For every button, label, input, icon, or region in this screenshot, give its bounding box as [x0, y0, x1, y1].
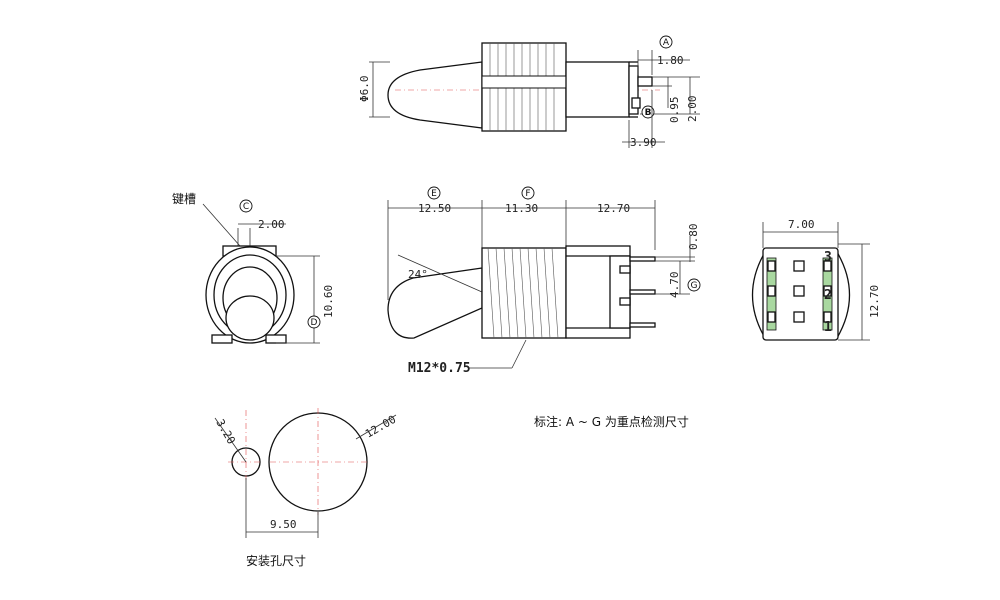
dim-end-12-70: 12.70: [868, 285, 881, 318]
top-lever: [387, 61, 483, 129]
pin-label-3: 3: [824, 250, 832, 265]
marker-e: [427, 186, 441, 200]
dim-diameter: Φ6.0: [358, 76, 371, 103]
side-pins: [619, 256, 656, 328]
dim-2-00: 2.00: [686, 96, 699, 123]
keyway-label: 键槽: [172, 192, 196, 206]
svg-text:G: G: [691, 281, 698, 291]
pin-label-1: 1: [824, 320, 832, 335]
marker-b: [641, 105, 655, 119]
top-body: [565, 61, 630, 118]
svg-text:A: A: [663, 38, 670, 48]
dim-keyway-2-00: 2.00: [258, 218, 285, 231]
marker-c: [239, 199, 253, 213]
svg-text:C: C: [243, 202, 249, 212]
dim-12-00: 12.00: [363, 413, 398, 441]
dim-0-95: 0.95: [668, 97, 681, 124]
side-view: 12.50 11.30 12.70 E F 24°: [387, 186, 701, 376]
side-bushing: [481, 247, 567, 339]
note-text: 标注: A ~ G 为重点检测尺寸: [534, 414, 689, 429]
dim-12-70: 12.70: [597, 202, 630, 215]
dim-3-20: 3.20: [213, 417, 238, 446]
dim-3-90: 3.90: [630, 136, 657, 149]
side-lever: [387, 267, 483, 339]
marker-d: [307, 315, 321, 329]
dim-angle: 24°: [408, 268, 428, 281]
top-view: Φ6.0 1.80 A 0.95 2.00 B 3.90: [358, 35, 700, 149]
top-pin-tab: [637, 76, 653, 87]
mount-holes: 3.20 12.00 9.50 安装孔尺寸: [213, 408, 398, 568]
thread-label: M12*0.75: [408, 361, 471, 376]
marker-a: [659, 35, 673, 49]
left-view: 键槽 C 2.00 10.60 D: [172, 192, 335, 344]
svg-text:D: D: [311, 318, 318, 328]
dim-10-60: 10.60: [322, 285, 335, 318]
dim-4-70: 4.70: [668, 272, 681, 299]
dim-11-30: 11.30: [505, 202, 538, 215]
svg-text:E: E: [431, 189, 437, 199]
svg-text:F: F: [525, 189, 530, 199]
svg-text:B: B: [645, 108, 652, 118]
marker-g: [687, 278, 701, 292]
end-contacts: [766, 257, 833, 331]
mount-title: 安装孔尺寸: [246, 553, 306, 568]
dim-1-80: 1.80: [657, 54, 684, 67]
dim-12-50: 12.50: [418, 202, 451, 215]
dim-9-50: 9.50: [270, 518, 297, 531]
dim-0-80: 0.80: [687, 224, 700, 251]
left-lever-tip: [225, 295, 275, 341]
dim-7-00: 7.00: [788, 218, 815, 231]
end-view: 7.00 3 2 1 12.70: [751, 218, 881, 341]
pin-label-2: 2: [824, 288, 832, 303]
marker-f: [521, 186, 535, 200]
